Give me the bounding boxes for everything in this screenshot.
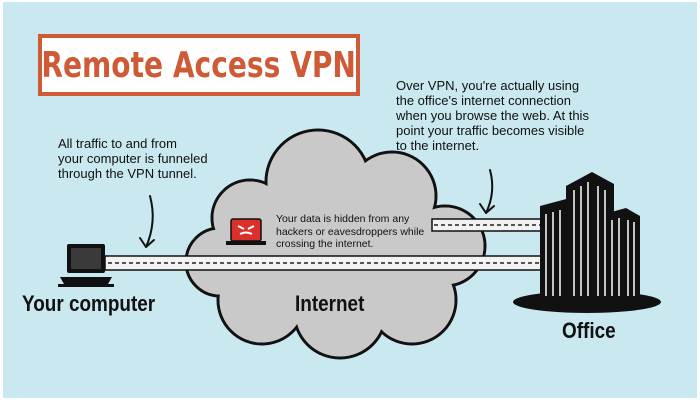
page-title: Remote Access VPN <box>41 44 357 86</box>
note-hidden: Your data is hidden from any hackers or … <box>276 213 424 251</box>
note-office-line: when you browse the web. At this <box>396 108 589 123</box>
note-office-connection: Over VPN, you're actually using the offi… <box>396 78 589 153</box>
note-office-line: the office's internet connection <box>396 93 571 108</box>
note-office-line: to the internet. <box>396 138 480 153</box>
note-hidden-line: Your data is hidden from any <box>276 213 410 225</box>
note-funnel-line: your computer is funneled <box>58 151 208 166</box>
note-office-line: point your traffic becomes visible <box>396 123 585 138</box>
note-funnel-line: All traffic to and from <box>58 136 177 151</box>
note-office-line: Over VPN, you're actually using <box>396 78 580 93</box>
title-box: Remote Access VPN <box>38 34 360 96</box>
callout-arrow-right <box>479 169 495 214</box>
vpn-tunnel <box>104 255 546 271</box>
laptop-icon <box>58 244 114 287</box>
label-your-computer: Your computer <box>22 291 156 316</box>
office-buildings-icon <box>513 172 661 313</box>
note-hidden-line: crossing the internet. <box>276 238 374 250</box>
note-funnel: All traffic to and from your computer is… <box>58 136 208 181</box>
hacker-mask-icon <box>226 218 266 245</box>
office-internet-link <box>431 218 543 232</box>
label-office: Office <box>562 318 616 343</box>
callout-arrow-left <box>139 195 155 248</box>
label-internet: Internet <box>295 291 365 316</box>
note-hidden-line: hackers or eavesdroppers while <box>276 225 425 238</box>
note-funnel-line: through the VPN tunnel. <box>58 166 197 181</box>
